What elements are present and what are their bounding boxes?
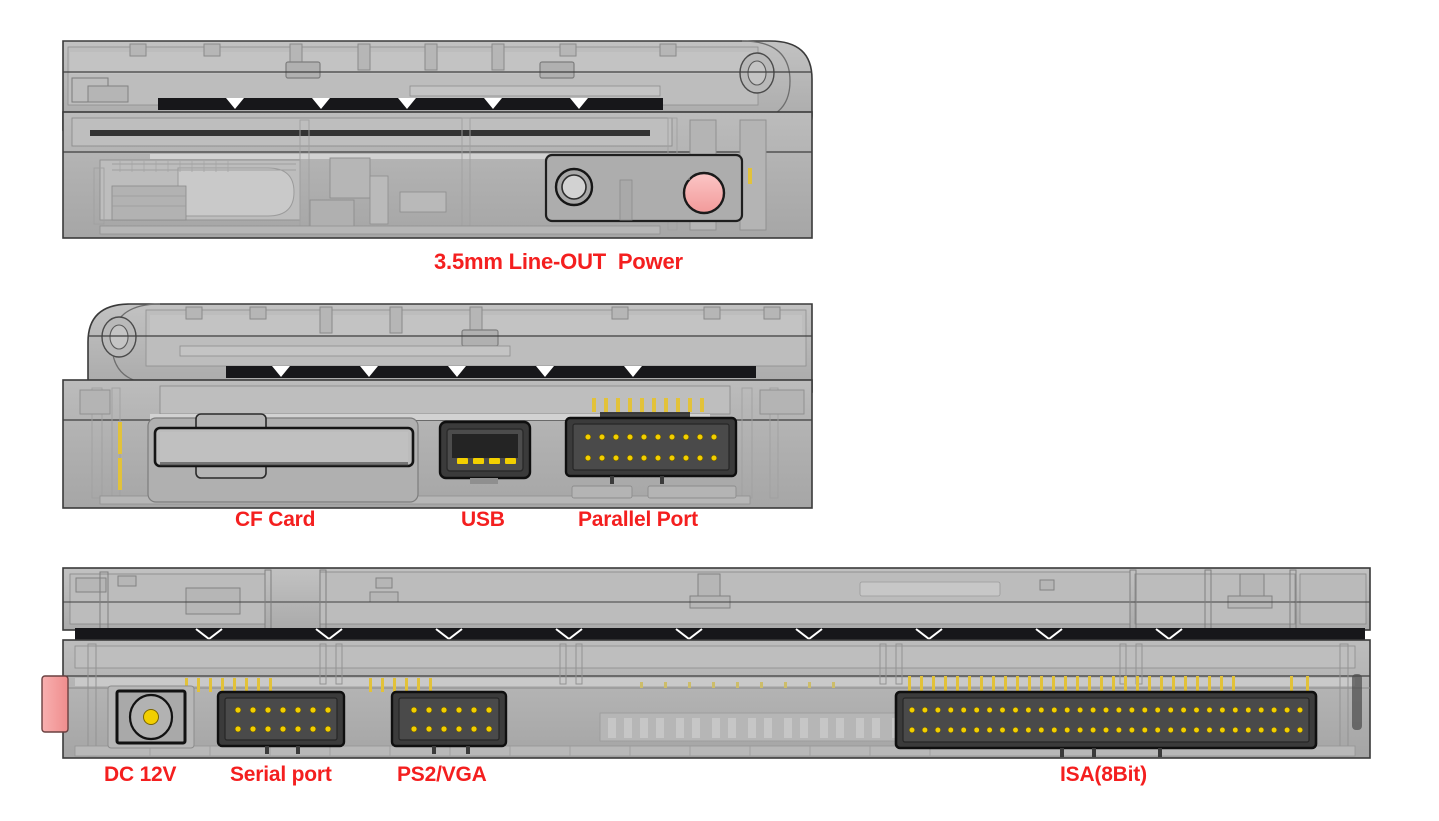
label-dc-12v: DC 12V [104,763,177,786]
label-usb: USB [461,508,505,531]
base-body [62,379,813,509]
label-parallel-port: Parallel Port [578,508,698,531]
left-eject-tab [41,675,69,733]
dc-12v-barrel-jack [107,685,195,749]
audio-power-plate [544,153,744,223]
ps2-vga-header [390,690,508,754]
base-body [41,639,1371,759]
usb-type-a-port [438,420,532,484]
serial-port-header [216,690,346,754]
audio-jack-3-5mm [554,167,594,207]
label-serial-port: Serial port [230,763,332,786]
lid-assembly [62,567,1371,631]
vent-strip [226,366,756,378]
label-ps2-vga: PS2/VGA [397,763,487,786]
vent-strip [158,98,663,110]
label-cf-card: CF Card [235,508,316,531]
audio-power-edge-view: 3.5mm Line-OUT Power [0,0,900,274]
cf-usb-parallel-edge-view: CF Card USB Parallel Port [0,290,900,540]
vent-strip [75,628,1365,641]
power-serial-ps2-isa-edge-view: DC 12V Serial port PS2/VGA ISA(8Bit) [0,558,1439,821]
cf-card-slot [147,413,419,503]
label-isa-8bit: ISA(8Bit) [1060,763,1147,786]
power-button [682,171,726,215]
isa-8bit-slot-header [894,690,1318,757]
label-line-out-power: 3.5mm Line-OUT Power [434,249,683,274]
parallel-port-header [564,398,738,499]
lid-assembly [87,303,813,393]
